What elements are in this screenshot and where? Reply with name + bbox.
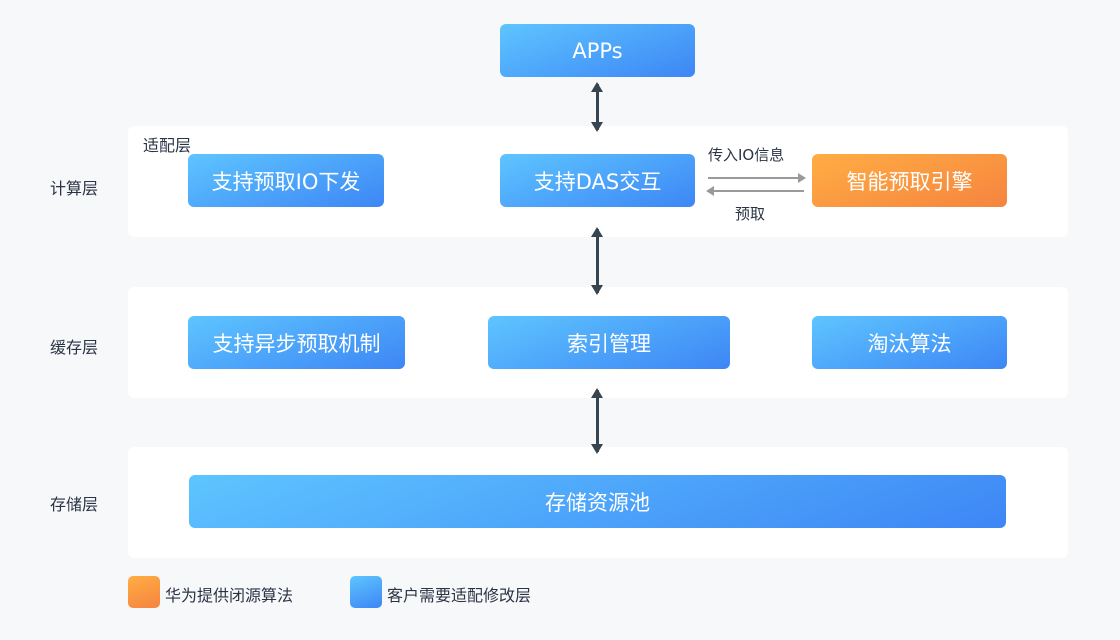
storage-layer-label: 存储层 xyxy=(50,495,99,514)
adapter-layer-label: 适配层 xyxy=(143,136,192,155)
double-arrow-icon xyxy=(591,388,603,454)
legend-label: 华为提供闭源算法 xyxy=(165,586,294,605)
apps-box: APPs xyxy=(500,24,695,77)
io-info-label: 传入IO信息 xyxy=(708,146,785,164)
index-management-box: 索引管理 xyxy=(488,316,730,369)
storage-pool-box: 存储资源池 xyxy=(189,475,1006,528)
left-arrow-icon xyxy=(706,186,804,196)
legend-swatch-orange xyxy=(128,576,160,608)
double-arrow-icon xyxy=(591,82,603,132)
compute-layer-label: 计算层 xyxy=(50,179,99,198)
prefetch-label: 预取 xyxy=(735,205,766,223)
async-prefetch-box: 支持异步预取机制 xyxy=(188,316,405,369)
prefetch-io-box: 支持预取IO下发 xyxy=(188,154,384,207)
cache-layer-label: 缓存层 xyxy=(50,338,99,357)
right-arrow-icon xyxy=(708,173,806,183)
eviction-algorithm-box: 淘汰算法 xyxy=(812,316,1007,369)
legend-swatch-blue xyxy=(350,576,382,608)
double-arrow-icon xyxy=(591,227,603,295)
das-box: 支持DAS交互 xyxy=(500,154,695,207)
prefetch-engine-box: 智能预取引擎 xyxy=(812,154,1007,207)
legend-label: 客户需要适配修改层 xyxy=(387,586,532,605)
